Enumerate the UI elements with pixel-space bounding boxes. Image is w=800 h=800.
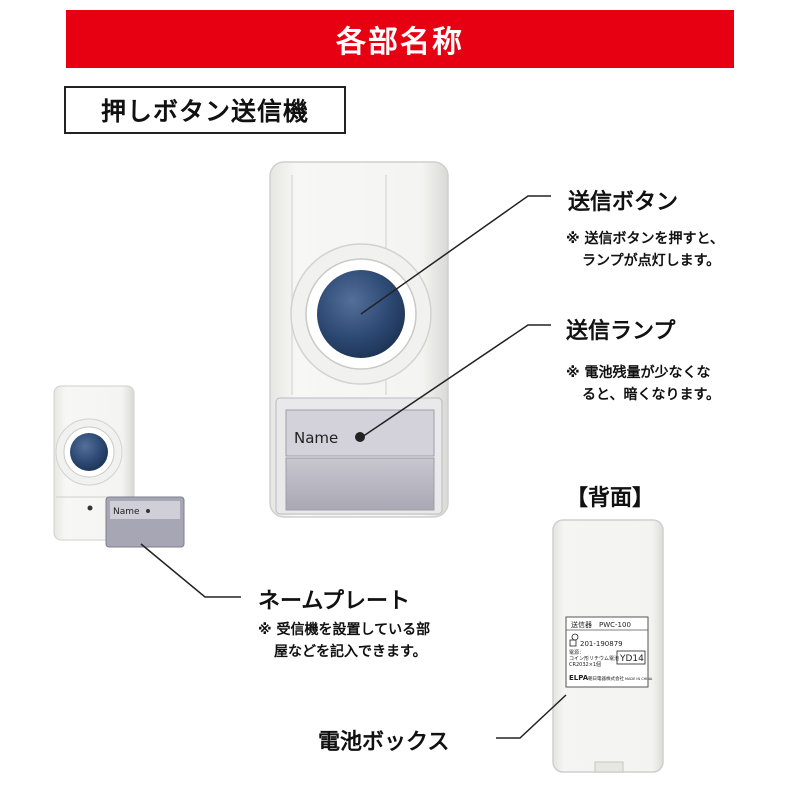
send-lamp-label: 送信ランプ <box>566 319 676 344</box>
send-button-note-line2: ランプが点灯します。 <box>582 253 721 269</box>
send-button-label: 送信ボタン <box>568 190 679 215</box>
sticker-maker: 朝日電器株式会社 <box>588 675 624 682</box>
header-banner: 各部名称 <box>66 10 734 68</box>
sticker-battery-3: CR2032×1個 <box>569 661 601 668</box>
name-plate-leader <box>140 543 241 598</box>
sticker-title: 送信器 PWC-100 <box>571 620 631 629</box>
send-lamp-note: ※ 電池残量が少なくな ると、暗くなります。 <box>566 362 720 406</box>
name-plate-note: ※ 受信機を設置している部 屋などを記入できます。 <box>258 619 430 663</box>
small-transmitter: Name <box>53 385 185 548</box>
sticker-battery-1: 電源： <box>569 649 584 656</box>
send-lamp-leader <box>361 324 551 438</box>
send-lamp-note-line2: ると、暗くなります。 <box>582 387 721 403</box>
sticker-brand: ELPA <box>569 674 589 682</box>
battery-box-leader <box>496 694 567 739</box>
back-transmitter: 送信器 PWC-100 201-190879 電源： コイン形リチウム電池 CR… <box>552 519 664 773</box>
send-button-leader <box>360 195 551 315</box>
send-button-note: ※ 送信ボタンを押すと、 ランプが点灯します。 <box>566 228 724 272</box>
section-title-box: 押しボタン送信機 <box>64 86 346 134</box>
sticker-battery-2: コイン形リチウム電池 <box>569 655 619 662</box>
section-title: 押しボタン送信機 <box>100 97 309 126</box>
main-transmitter: Name <box>269 161 449 518</box>
send-lamp-illustration <box>355 432 365 442</box>
name-plate-note-line1: ※ 受信機を設置している部 <box>258 622 431 638</box>
name-plate-text: Name <box>294 429 338 447</box>
send-button-note-line1: ※ 送信ボタンを押すと、 <box>566 231 724 247</box>
name-plate-note-line2: 屋などを記入できます。 <box>274 644 427 660</box>
sticker-origin: MADE IN CHINA <box>625 677 653 681</box>
name-plate-label: ネームプレート <box>258 589 411 614</box>
battery-box-label: 電池ボックス <box>318 730 450 755</box>
send-lamp-note-line1: ※ 電池残量が少なくな <box>566 365 711 381</box>
page-title: 各部名称 <box>336 25 464 60</box>
sticker-model-code: YD14 <box>619 654 644 664</box>
sticker-cert: 201-190879 <box>580 640 623 648</box>
small-name-plate-text: Name <box>113 507 140 517</box>
back-label: 【背面】 <box>566 486 655 511</box>
